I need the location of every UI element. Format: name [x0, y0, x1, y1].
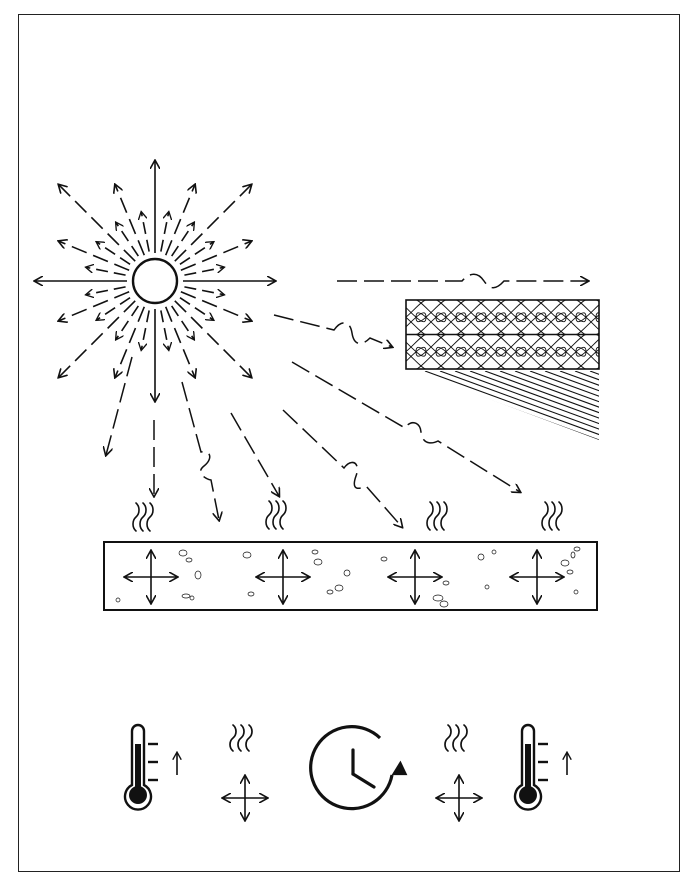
- sun-ray: [115, 306, 146, 377]
- heat-waves-icon: [265, 500, 287, 530]
- expansion-arrows-icon: [257, 551, 309, 603]
- sun-ray-short: [97, 297, 131, 320]
- insulation-panel-icon: [405, 299, 600, 440]
- expansion-arrows-icon: [125, 551, 177, 603]
- expansion-arrows-icon: [223, 776, 267, 820]
- heat-waves-icon: [444, 724, 468, 752]
- sun-ray: [59, 185, 136, 262]
- radiation-arrow: [282, 409, 402, 527]
- sun-ray-short: [86, 286, 126, 295]
- thermometer-icon: [513, 723, 548, 811]
- sun-ray-short: [116, 223, 139, 257]
- sun-ray: [164, 185, 195, 256]
- panel-shadow-lines: [414, 371, 599, 440]
- radiation-arrow: [106, 356, 133, 455]
- sun-disc: [131, 257, 179, 305]
- sun-ray: [174, 185, 251, 262]
- sun-ray: [164, 306, 195, 377]
- sun-ray-short: [184, 286, 223, 295]
- sun-ray: [59, 241, 130, 272]
- process-legend: [123, 723, 567, 820]
- sun-ray-short: [141, 212, 150, 252]
- expansion-arrows-icon: [437, 776, 481, 820]
- expansion-arrows-icon: [389, 551, 441, 603]
- sun-ray-short: [86, 267, 126, 276]
- sun-ray: [180, 241, 251, 272]
- sun-icon: [35, 161, 275, 401]
- sun-ray-short: [184, 267, 223, 276]
- slab-heat-waves: [132, 500, 563, 532]
- heat-waves-icon: [132, 502, 154, 532]
- heat-waves-icon: [229, 724, 253, 752]
- heat-waves-icon: [444, 724, 468, 752]
- sun-ray: [59, 290, 130, 321]
- radiation-arrow: [230, 412, 279, 496]
- slab-aggregate: [115, 546, 581, 608]
- expansion-arrows-icon: [511, 551, 563, 603]
- sun-ray: [174, 300, 251, 377]
- radiation-arrow: [273, 314, 392, 347]
- sun-ray-short: [171, 305, 194, 339]
- sun-ray-short: [141, 310, 150, 349]
- expansion-arrows-icon: [223, 776, 267, 820]
- thermometer-icon: [123, 723, 158, 811]
- sun-ray-short: [160, 212, 169, 252]
- sun-ray-short: [116, 305, 139, 339]
- sun-ray: [59, 300, 136, 377]
- diagram-frame: [18, 14, 680, 872]
- concrete-slab-icon: [103, 541, 598, 611]
- radiation-arrow: [181, 381, 219, 520]
- heat-waves-icon: [426, 501, 448, 531]
- radiation-arrow: [337, 273, 588, 289]
- sun-ray-short: [171, 223, 194, 257]
- heat-waves-icon: [541, 501, 563, 531]
- sun-ray-short: [179, 242, 213, 265]
- expansion-arrows-icon: [437, 776, 481, 820]
- slab-expansion-arrows: [125, 551, 563, 603]
- heat-waves-icon: [229, 724, 253, 752]
- sun-ray-short: [160, 310, 169, 349]
- radiation-arrows: [106, 273, 588, 527]
- sun-ray: [180, 290, 251, 321]
- sun-ray-short: [179, 297, 213, 320]
- sun-ray: [115, 185, 146, 256]
- sun-rays: [35, 161, 275, 401]
- sun-ray-short: [97, 242, 131, 265]
- clock-icon: [309, 725, 408, 811]
- radiation-arrow: [291, 361, 520, 492]
